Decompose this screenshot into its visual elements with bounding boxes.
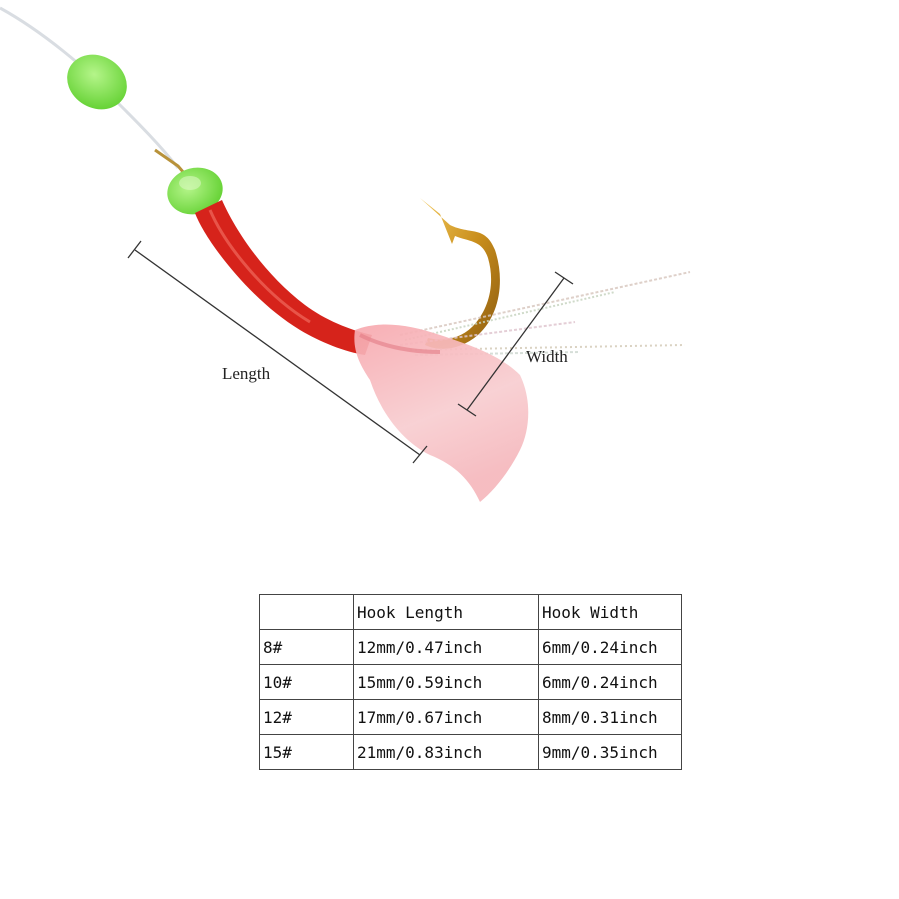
hook-size-table: Hook Length Hook Width 8# 12mm/0.47inch …	[259, 594, 682, 770]
size-cell: 15#	[259, 734, 354, 770]
table-row: 12# 17mm/0.67inch 8mm/0.31inch	[259, 699, 682, 735]
length-cell: 21mm/0.83inch	[353, 734, 539, 770]
width-dimension-line	[457, 271, 574, 417]
length-label: Length	[222, 364, 271, 383]
size-cell: 8#	[259, 629, 354, 665]
width-cell: 8mm/0.31inch	[538, 699, 682, 735]
red-body	[195, 200, 372, 355]
length-dimension-line	[127, 240, 428, 464]
width-cell: 9mm/0.35inch	[538, 734, 682, 770]
header-cell: Hook Length	[353, 594, 539, 630]
fishing-lure-illustration	[0, 6, 691, 502]
table-header-row: Hook Length Hook Width	[259, 594, 682, 630]
width-label: Width	[526, 347, 568, 366]
length-cell: 15mm/0.59inch	[353, 664, 539, 700]
width-cell: 6mm/0.24inch	[538, 664, 682, 700]
upper-bead	[67, 54, 127, 110]
length-cell: 12mm/0.47inch	[353, 629, 539, 665]
gold-hook	[420, 198, 500, 349]
width-cell: 6mm/0.24inch	[538, 629, 682, 665]
length-cell: 17mm/0.67inch	[353, 699, 539, 735]
table-row: 15# 21mm/0.83inch 9mm/0.35inch	[259, 734, 682, 770]
pink-skirt	[354, 324, 529, 502]
header-cell: Hook Width	[538, 594, 682, 630]
header-cell	[259, 594, 354, 630]
size-cell: 10#	[259, 664, 354, 700]
table-row: 10# 15mm/0.59inch 6mm/0.24inch	[259, 664, 682, 700]
size-cell: 12#	[259, 699, 354, 735]
table-row: 8# 12mm/0.47inch 6mm/0.24inch	[259, 629, 682, 665]
